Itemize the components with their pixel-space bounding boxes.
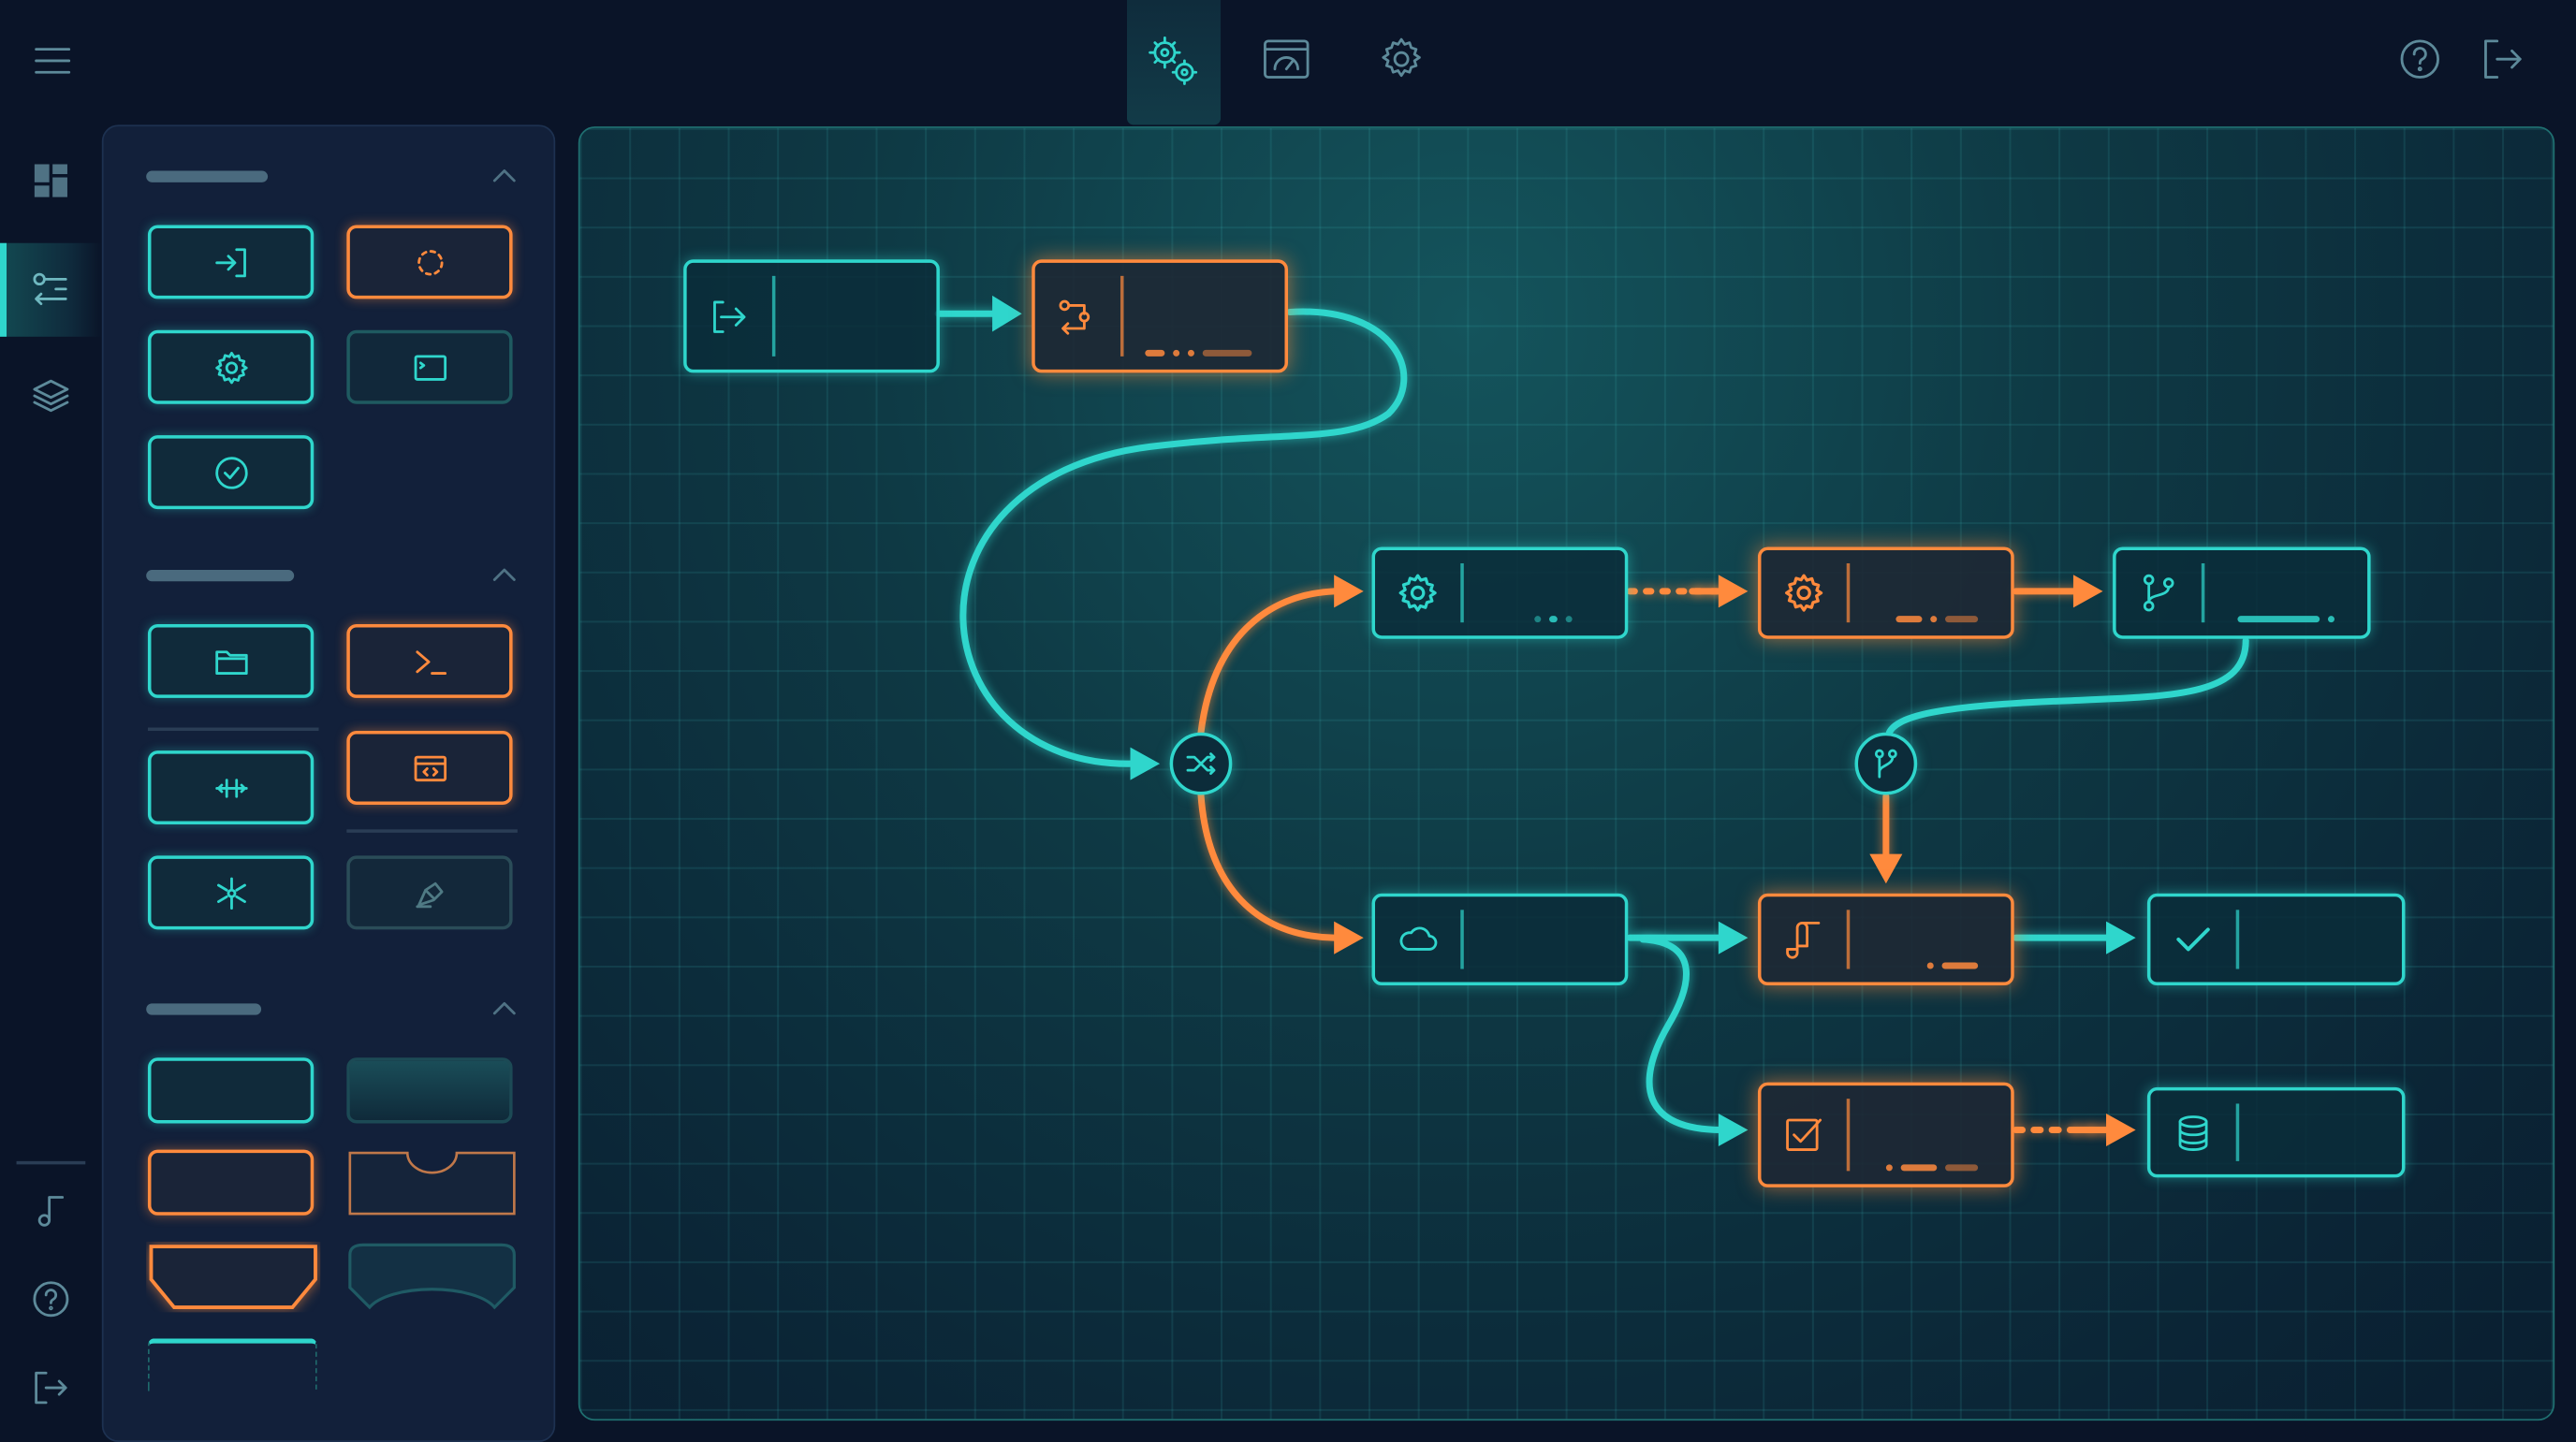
shape-rectangle-teal[interactable] xyxy=(147,1057,315,1124)
shape-rectangle-orange[interactable] xyxy=(147,1149,315,1216)
palette-gear-button[interactable] xyxy=(147,329,315,404)
palette-check-button[interactable] xyxy=(147,435,315,510)
junction-merge[interactable] xyxy=(1854,732,1918,795)
gear-icon xyxy=(214,351,247,384)
shape-arc-bottom[interactable] xyxy=(346,1242,518,1312)
node-progress-dots xyxy=(1895,616,1979,623)
music-note-icon[interactable] xyxy=(30,1189,73,1232)
shape-notch-top[interactable] xyxy=(346,1150,518,1217)
git-merge-icon xyxy=(1874,749,1897,779)
settings-gear-icon[interactable] xyxy=(1377,35,1427,84)
node-progress-dots xyxy=(1926,962,1979,969)
node-divider xyxy=(1460,910,1463,969)
shape-rectangle-glow[interactable] xyxy=(346,1057,513,1124)
node-progress-dots xyxy=(1534,616,1573,623)
node-divider xyxy=(2201,562,2204,623)
pen-tool-icon xyxy=(415,881,443,908)
section-1-header[interactable] xyxy=(146,170,269,182)
node-cloud[interactable] xyxy=(1371,893,1629,986)
junction-shuffle[interactable] xyxy=(1169,732,1233,795)
palette-divider xyxy=(147,727,319,732)
database-icon xyxy=(2170,1110,2216,1156)
checkbox-icon xyxy=(1781,1112,1827,1158)
gear-icon xyxy=(1395,570,1441,616)
cloud-icon xyxy=(1395,916,1441,962)
terminal-window-icon xyxy=(413,354,446,380)
workflow-gears-icon[interactable] xyxy=(1145,33,1201,89)
node-check[interactable] xyxy=(2146,893,2406,986)
split-merge-icon xyxy=(214,778,247,797)
check-icon xyxy=(2170,916,2216,962)
check-circle-icon xyxy=(214,456,247,488)
node-git-branch[interactable] xyxy=(2113,546,2371,639)
section-2-header[interactable] xyxy=(146,570,295,582)
asterisk-icon xyxy=(216,876,246,910)
node-gear[interactable] xyxy=(1371,546,1629,639)
chevron-up-icon[interactable] xyxy=(492,168,517,184)
node-divider xyxy=(2235,1103,2239,1161)
palette-folder-button[interactable] xyxy=(147,623,315,698)
dashboard-gauge-icon[interactable] xyxy=(1262,35,1311,84)
palette-terminal-button[interactable] xyxy=(346,623,513,698)
gear-icon xyxy=(1781,570,1827,616)
palette-pen-tool-button[interactable] xyxy=(346,855,513,930)
palette-input-button[interactable] xyxy=(147,225,315,299)
rail-divider xyxy=(16,1160,86,1164)
palette-terminal-window-button[interactable] xyxy=(346,329,513,404)
node-divider xyxy=(2235,910,2239,969)
node-gear-active[interactable] xyxy=(1757,546,2014,639)
palette-asterisk-button[interactable] xyxy=(147,855,315,930)
rail-logout-icon[interactable] xyxy=(30,1366,73,1409)
rail-help-icon[interactable] xyxy=(30,1277,73,1320)
rail-item-palette-active[interactable] xyxy=(0,242,102,337)
exit-icon xyxy=(707,293,753,339)
layers-icon[interactable] xyxy=(30,374,73,417)
help-icon[interactable] xyxy=(2395,35,2445,84)
chevron-up-icon[interactable] xyxy=(492,567,517,584)
node-progress-dots xyxy=(1885,1164,1979,1172)
palette-split-merge-button[interactable] xyxy=(147,750,315,825)
section-3-header[interactable] xyxy=(146,1003,262,1015)
palette-code-window-button[interactable] xyxy=(346,731,513,805)
hamburger-menu-icon[interactable] xyxy=(28,36,78,86)
node-progress-bar xyxy=(2237,616,2334,623)
node-divider xyxy=(771,275,775,357)
node-palette-icon[interactable] xyxy=(30,268,73,311)
node-database[interactable] xyxy=(2146,1086,2406,1178)
folder-icon xyxy=(214,649,247,675)
terminal-prompt-icon xyxy=(415,649,446,675)
shape-hexagon-orange[interactable] xyxy=(146,1242,320,1312)
rail-dashboard-grid-icon[interactable] xyxy=(30,159,73,202)
shuffle-icon xyxy=(1186,752,1216,776)
rail-active-indicator xyxy=(0,242,7,337)
node-exit[interactable] xyxy=(683,259,940,373)
input-icon xyxy=(214,247,246,277)
loop-icon xyxy=(417,249,443,275)
node-branch-return[interactable] xyxy=(1032,259,1288,373)
palette-divider xyxy=(346,829,518,833)
node-divider xyxy=(1120,275,1123,357)
git-branch-icon xyxy=(2136,570,2182,616)
chevron-up-icon[interactable] xyxy=(492,1000,517,1017)
node-divider xyxy=(1460,562,1463,623)
node-checkbox[interactable] xyxy=(1757,1082,2014,1187)
node-script[interactable] xyxy=(1757,893,2014,986)
branch-return-icon xyxy=(1055,293,1101,339)
node-progress-dots xyxy=(1145,349,1252,357)
shape-dashed-rectangle[interactable] xyxy=(147,1338,317,1391)
node-divider xyxy=(1846,910,1850,969)
node-divider xyxy=(1846,1099,1850,1172)
script-icon xyxy=(1781,916,1827,962)
node-divider xyxy=(1846,562,1850,623)
palette-loop-button[interactable] xyxy=(346,225,513,299)
logout-icon[interactable] xyxy=(2478,35,2527,84)
code-window-icon xyxy=(413,754,446,781)
